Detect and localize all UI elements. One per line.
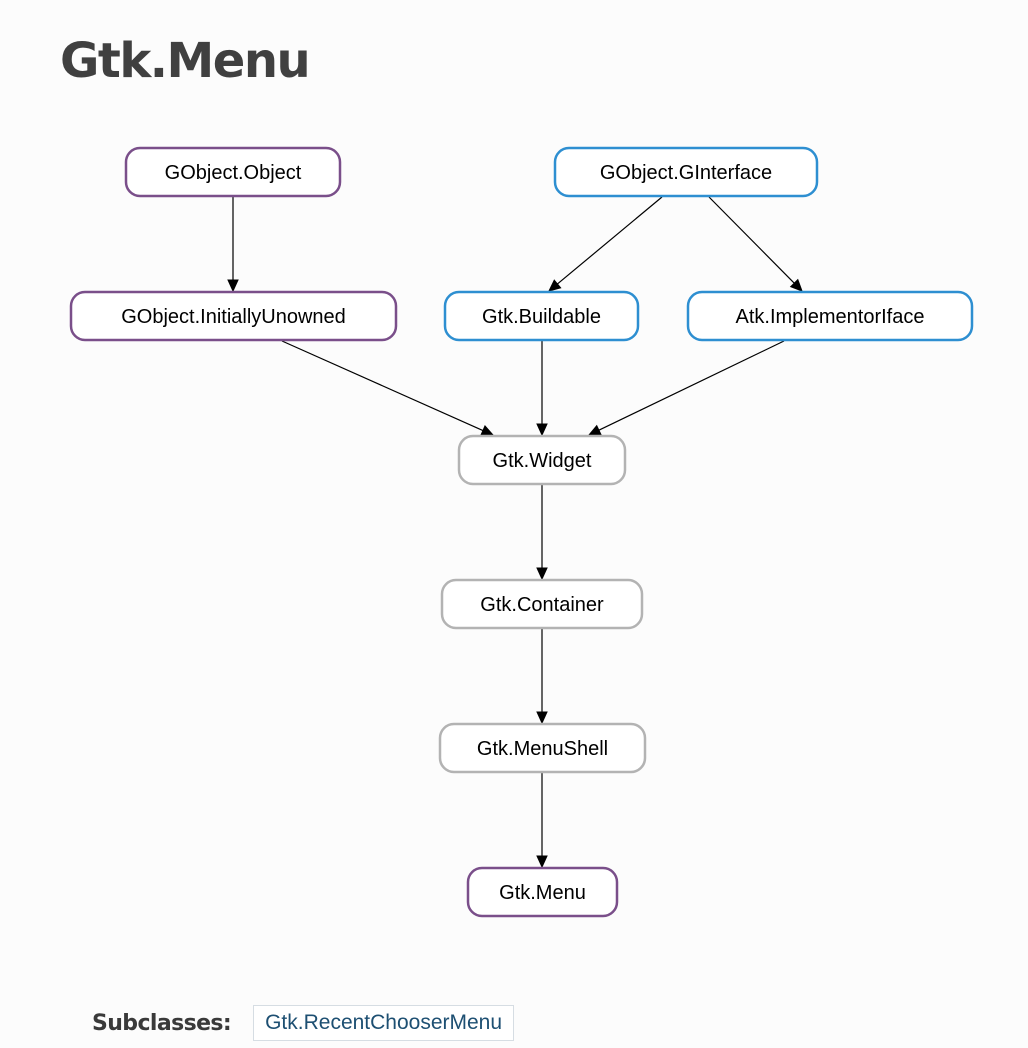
arrowhead-icon — [480, 425, 495, 436]
node-box — [686, 290, 974, 342]
edge-gtk-container-to-gtk-menushell — [536, 629, 548, 725]
edge-gobject-object-to-gobject-initiallyunowned — [227, 197, 239, 293]
subclass-link-gtk-recentchoosermenu[interactable]: Gtk.RecentChooserMenu — [253, 1005, 515, 1041]
arrowhead-icon — [536, 855, 548, 869]
nodes-layer: GObject.Object GObject.GInterfaceGObject.… — [69, 146, 974, 918]
node-gobject-ginterface[interactable]: GObject.GInterface — [553, 146, 819, 198]
node-label: GObject.Object — [165, 162, 302, 184]
node-box — [438, 722, 647, 774]
edge-gobject-ginterface-to-atk-implementoriface — [708, 196, 803, 292]
edge-atk-implementoriface-to-gtk-widget — [587, 340, 785, 436]
edge-gtk-widget-to-gtk-container — [536, 485, 548, 581]
arrowhead-icon — [548, 279, 562, 292]
edge-line — [281, 340, 484, 432]
node-gobject-initiallyunowned[interactable]: GObject.InitiallyUnowned — [69, 290, 398, 342]
edge-gobject-initiallyunowned-to-gtk-widget — [281, 340, 495, 436]
arrowhead-icon — [536, 423, 548, 437]
node-label: GObject.GInterface — [600, 162, 772, 184]
arrowhead-icon — [536, 711, 548, 725]
edge-line — [557, 196, 663, 285]
node-label: Gtk.MenuShell — [477, 738, 608, 760]
arrowhead-icon — [789, 278, 803, 292]
arrowhead-icon — [587, 424, 602, 436]
edge-line — [708, 196, 795, 284]
node-label: Gtk.Widget — [493, 450, 592, 472]
node-label: Atk.ImplementorIface — [736, 306, 925, 328]
arrowhead-icon — [227, 279, 239, 293]
page-title: Gtk.Menu — [60, 33, 311, 89]
node-label: GObject.InitiallyUnowned — [121, 306, 346, 328]
node-box — [440, 578, 644, 630]
arrowhead-icon — [536, 567, 548, 581]
node-label: Gtk.Container — [480, 594, 604, 616]
node-gobject-object[interactable]: GObject.Object — [124, 146, 342, 198]
node-gtk-buildable[interactable]: Gtk.Buildable — [443, 290, 640, 342]
node-box — [124, 146, 342, 198]
node-label: Gtk.Buildable — [482, 306, 601, 328]
node-box — [457, 434, 627, 486]
node-atk-implementoriface[interactable]: Atk.ImplementorIface — [686, 290, 974, 342]
subclasses-label: Subclasses: — [92, 1010, 232, 1036]
subclasses-section: Subclasses: Gtk.RecentChooserMenu — [92, 1003, 515, 1043]
edge-line — [598, 340, 785, 431]
node-box — [69, 290, 398, 342]
node-gtk-widget[interactable]: Gtk.Widget — [457, 434, 627, 486]
node-gtk-container[interactable]: Gtk.Container — [440, 578, 644, 630]
edge-gobject-ginterface-to-gtk-buildable — [548, 196, 663, 292]
node-gtk-menu[interactable]: Gtk.Menu — [466, 866, 619, 918]
node-box — [466, 866, 619, 918]
edge-gtk-buildable-to-gtk-widget — [536, 341, 548, 437]
node-gtk-menushell[interactable]: Gtk.MenuShell — [438, 722, 647, 774]
node-box — [553, 146, 819, 198]
node-box — [443, 290, 640, 342]
node-label: Gtk.Menu — [499, 882, 586, 904]
edge-gtk-menushell-to-gtk-menu — [536, 773, 548, 869]
